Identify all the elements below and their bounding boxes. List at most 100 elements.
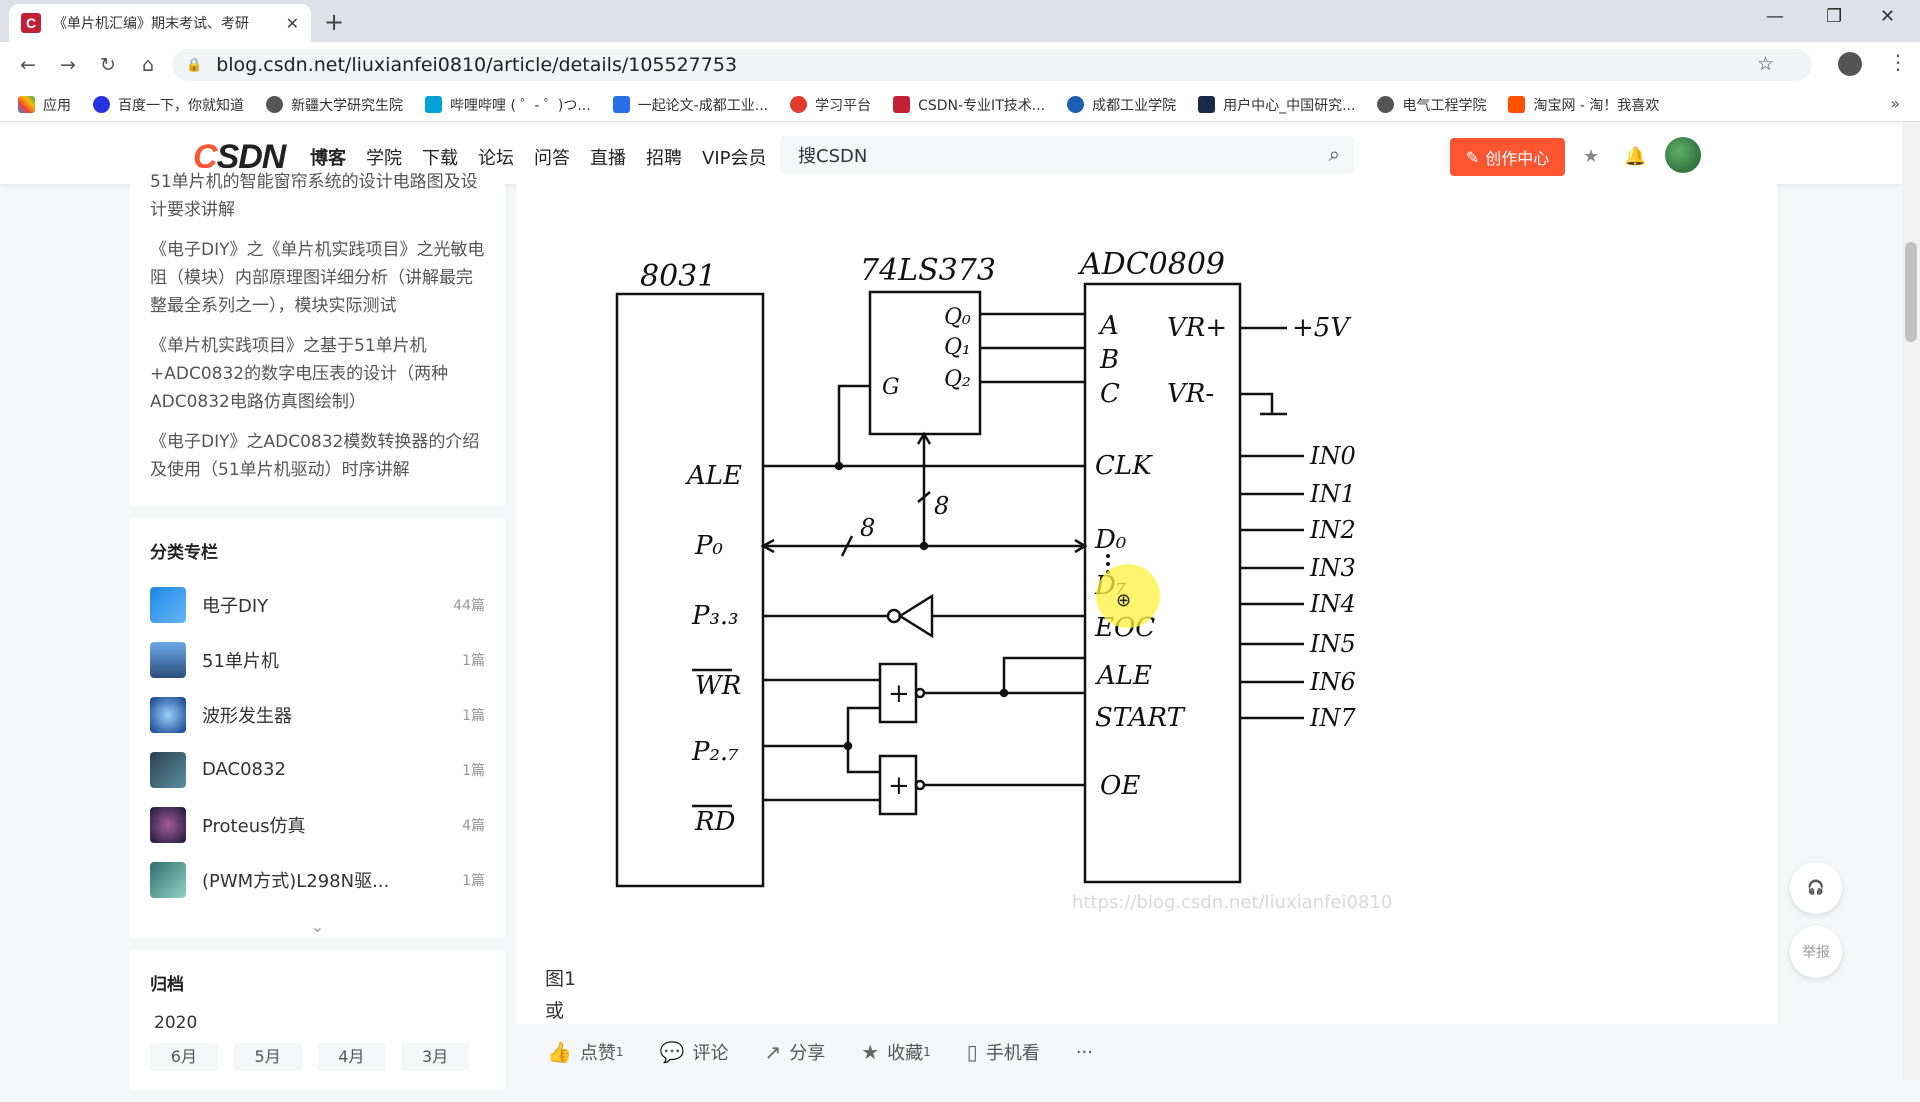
apps-grid-icon — [18, 96, 35, 113]
bookmark-apps[interactable]: 应用 — [18, 95, 71, 115]
nav-vip[interactable]: VIP会员 — [702, 148, 767, 169]
new-tab-icon[interactable]: + — [324, 8, 345, 36]
taobao-icon — [1508, 96, 1526, 113]
archive-month[interactable]: 3月 — [401, 1043, 469, 1071]
pin-oe: OE — [1100, 771, 1140, 801]
bookmark-baidu[interactable]: 百度一下，你就知道 — [93, 95, 244, 115]
main-nav: 博客 学院 下载 论坛 问答 直播 招聘 VIP会员 — [310, 144, 786, 178]
nav-live[interactable]: 直播 — [590, 148, 626, 169]
archive-month[interactable]: 6月 — [150, 1043, 218, 1071]
csdn-favicon-icon: C — [21, 13, 41, 33]
pin-ale: ALE — [685, 461, 742, 491]
bookmark-ee[interactable]: 电气工程学院 — [1377, 95, 1486, 115]
pin-wr: WR — [695, 671, 741, 701]
comment-button[interactable]: 💬评论 — [659, 1040, 729, 1064]
minimize-icon[interactable]: — — [1766, 6, 1784, 27]
category-thumb — [150, 586, 186, 623]
archive-month[interactable]: 5月 — [233, 1043, 302, 1071]
figure-caption: 图1 — [545, 968, 577, 990]
archive-month[interactable]: 4月 — [317, 1043, 386, 1071]
supply-label: +5V — [1292, 313, 1351, 343]
address-bar[interactable]: 🔒 blog.csdn.net/liuxianfei0810/article/d… — [172, 49, 1812, 81]
more-button[interactable]: ··· — [1075, 1041, 1093, 1063]
report-button[interactable]: 举报 — [1790, 926, 1842, 978]
mobile-view-button[interactable]: ▯手机看 — [966, 1040, 1040, 1064]
nav-jobs[interactable]: 招聘 — [646, 148, 682, 169]
search-icon[interactable]: ⌕ — [1328, 142, 1340, 166]
p27-wire — [763, 706, 880, 748]
nav-forum[interactable]: 论坛 — [478, 148, 514, 169]
customer-service-icon[interactable]: 🎧 — [1790, 862, 1842, 914]
thumbs-up-icon: 👍 — [547, 1040, 572, 1064]
scrollbar-thumb[interactable] — [1905, 242, 1917, 342]
nav-blog[interactable]: 博客 — [310, 144, 346, 178]
pin-c: C — [1100, 379, 1120, 409]
page-scrollbar[interactable] — [1902, 122, 1920, 1080]
category-thumb — [150, 751, 186, 788]
tab-title: 《单片机汇编》期末考试、考研 — [53, 16, 249, 32]
csdn-c-icon — [893, 96, 911, 113]
bookmarks-overflow-icon[interactable]: » — [1890, 94, 1900, 113]
lock-icon[interactable]: 🔒 — [186, 57, 203, 73]
forward-icon[interactable]: → — [60, 54, 76, 76]
bookmark-paper[interactable]: 一起论文-成都工业... — [612, 95, 768, 115]
pin-p0: P₀ — [694, 531, 723, 561]
restore-icon[interactable]: ❐ — [1826, 6, 1843, 27]
browser-tab[interactable]: C 《单片机汇编》期末考试、考研 ✕ — [9, 4, 311, 42]
article-content: 8031 74LS373 ADC0809 ALE P₀ P₃.₃ WR P₂.₇… — [517, 184, 1777, 1080]
user-avatar[interactable] — [1665, 137, 1701, 173]
archive-year[interactable]: 2020 — [154, 1013, 198, 1033]
bookmark-bilibili[interactable]: 哔哩哔哩 ( ゜- ゜)つ... — [425, 95, 591, 115]
bus-dot — [1106, 562, 1110, 566]
bookmark-taobao[interactable]: 淘宝网 - 淘！我喜欢 — [1508, 95, 1659, 115]
share-icon: ↗ — [764, 1040, 782, 1064]
home-icon[interactable]: ⌂ — [141, 54, 155, 76]
nav-academy[interactable]: 学院 — [366, 148, 402, 169]
tab-close-icon[interactable]: ✕ — [285, 13, 299, 33]
junction-dot — [843, 741, 853, 751]
bookmark-study[interactable]: 学习平台 — [790, 95, 871, 115]
bookmark-usercenter[interactable]: 用户中心_中国研究... — [1198, 95, 1355, 115]
bus-dot — [1106, 554, 1110, 558]
notification-bell-icon[interactable]: 🔔 — [1624, 146, 1647, 167]
account-icon[interactable] — [1838, 52, 1862, 76]
bookmark-cdtu[interactable]: 成都工业学院 — [1067, 95, 1176, 115]
gate-symbol: + — [888, 771, 910, 801]
share-button[interactable]: ↗分享 — [764, 1040, 826, 1064]
close-window-icon[interactable]: ✕ — [1880, 6, 1896, 27]
back-icon[interactable]: ← — [20, 54, 36, 76]
browser-menu-icon[interactable]: ⋮ — [1888, 50, 1908, 74]
input-label: IN2 — [1309, 516, 1356, 544]
pen-icon: ✎ — [1465, 147, 1480, 167]
reload-icon[interactable]: ↻ — [100, 54, 116, 76]
related-article-link[interactable]: 《单片机实践项目》之基于51单片机+ADC0832的数字电压表的设计（两种ADC… — [150, 336, 449, 412]
search-input[interactable]: 搜CSDN ⌕ — [780, 136, 1354, 174]
image-watermark: https://blog.csdn.net/liuxianfei0810 — [1072, 892, 1393, 913]
ale-to-g-wire — [837, 384, 870, 466]
chevron-down-icon[interactable]: ⌄ — [310, 917, 325, 936]
related-article-link[interactable]: 51单片机的智能窗帘系统的设计电路图及设计要求讲解 — [150, 172, 478, 220]
bookmark-csdn[interactable]: CSDN-专业IT技术... — [893, 95, 1045, 115]
pin-q2: Q₂ — [944, 367, 971, 392]
nav-qa[interactable]: 问答 — [534, 148, 570, 169]
related-article-link[interactable]: 《电子DIY》之《单片机实践项目》之光敏电阻（模块）内部原理图详细分析（讲解最完… — [150, 240, 485, 316]
input-label: IN0 — [1309, 442, 1356, 470]
bookmark-xju[interactable]: 新疆大学研究生院 — [266, 95, 403, 115]
url-text: blog.csdn.net/liuxianfei0810/article/det… — [216, 54, 738, 76]
related-article-link[interactable]: 《电子DIY》之ADC0832模数转换器的介绍及使用（51单片机驱动）时序讲解 — [150, 432, 480, 480]
browser-tab-strip: C 《单片机汇编》期末考试、考研 ✕ + — ❐ ✕ — [0, 0, 1920, 42]
nav-download[interactable]: 下载 — [422, 148, 458, 169]
bookmark-star-icon[interactable]: ☆ — [1756, 53, 1774, 75]
create-center-button[interactable]: ✎创作中心 — [1450, 138, 1565, 176]
favorites-star-icon[interactable]: ★ — [1583, 146, 1600, 167]
category-item[interactable]: (PWM方式)L298N驱...1篇 — [150, 852, 485, 907]
chip-adc0809-outline — [1083, 282, 1242, 884]
zoom-in-icon: ⊕ — [1116, 590, 1132, 611]
